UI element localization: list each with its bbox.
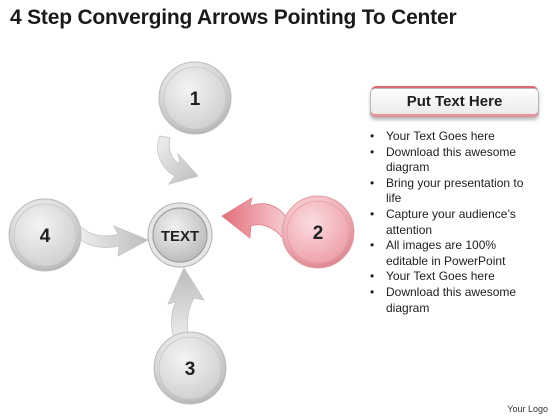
bullet-item: Your Text Goes here — [368, 269, 540, 285]
center-node: TEXT — [147, 202, 213, 268]
bullet-item: Capture your audience’s attention — [368, 207, 540, 238]
bullet-item: Download this awesome diagram — [368, 145, 540, 176]
step-4-label: 4 — [40, 226, 51, 247]
slide-title: 4 Step Converging Arrows Pointing To Cen… — [10, 6, 457, 29]
bullet-item: Your Text Goes here — [368, 129, 540, 145]
step-4-node: 4 — [8, 198, 82, 272]
bullet-item: Bring your presentation to life — [368, 176, 540, 207]
arrow-from-step-4 — [75, 225, 149, 257]
bullet-list: Your Text Goes here Download this awesom… — [368, 129, 540, 316]
step-3-node: 3 — [153, 331, 227, 405]
logo-placeholder: Your Logo — [507, 404, 548, 414]
step-2-node: 2 — [281, 195, 355, 269]
bullet-item: Download this awesome diagram — [368, 285, 540, 316]
arrow-from-step-2 — [221, 197, 291, 241]
step-1-node: 1 — [158, 61, 232, 135]
text-panel-header: Put Text Here — [370, 88, 539, 118]
arrow-from-step-1 — [157, 135, 199, 185]
step-2-label: 2 — [313, 223, 324, 244]
center-label: TEXT — [161, 228, 199, 245]
bullet-item: All images are 100% editable in PowerPoi… — [368, 238, 540, 269]
step-3-label: 3 — [185, 359, 196, 380]
step-1-label: 1 — [190, 89, 201, 110]
